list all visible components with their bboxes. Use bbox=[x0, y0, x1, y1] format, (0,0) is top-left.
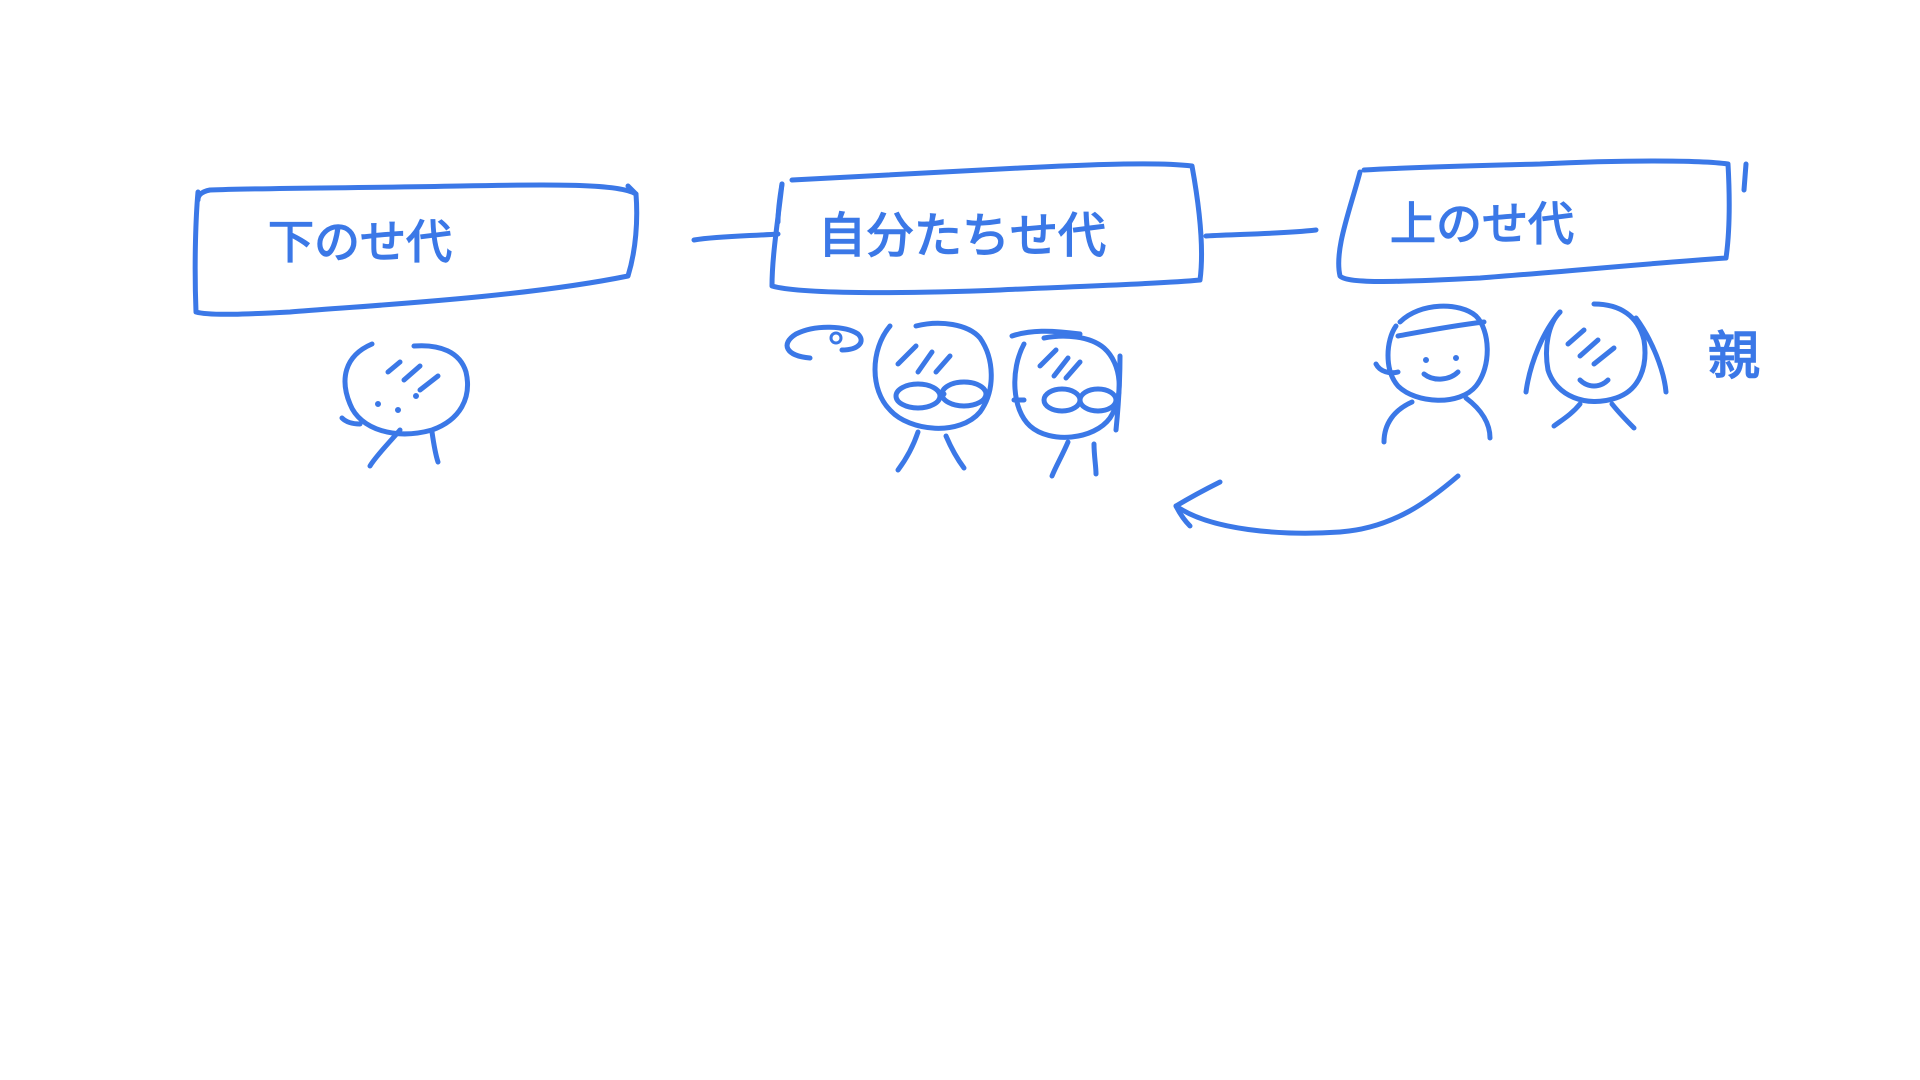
speech-bubble-icon bbox=[784, 324, 864, 361]
child-icon bbox=[339, 341, 470, 469]
generation-box-lower: 下のせ代 bbox=[192, 182, 640, 317]
generation-label-lower: 下のせ代 bbox=[268, 215, 452, 269]
generation-label-middle: 自分たちせ代 bbox=[818, 208, 1106, 264]
couple-icon bbox=[872, 320, 1123, 479]
parent-label: 親 bbox=[1708, 327, 1760, 387]
generation-box-upper: 上のせ代 bbox=[1336, 158, 1749, 284]
generation-label-upper: 上のせ代 bbox=[1390, 197, 1574, 251]
parents-icon: 親 bbox=[1373, 301, 1760, 445]
arrow-icon bbox=[1173, 473, 1461, 536]
connector-line bbox=[691, 231, 781, 243]
generation-box-middle: 自分たちせ代 bbox=[769, 161, 1205, 296]
connector-line bbox=[1203, 227, 1319, 239]
